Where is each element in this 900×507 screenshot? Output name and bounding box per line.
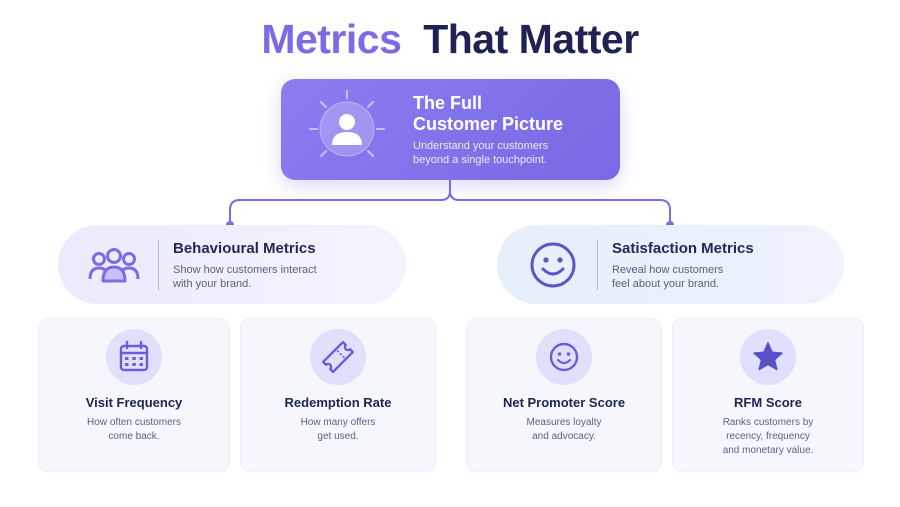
top-card-title-line1: The Full bbox=[413, 93, 482, 113]
title-main-text: That Matter bbox=[423, 16, 639, 62]
calendar-icon bbox=[106, 329, 162, 385]
users-group-icon bbox=[86, 241, 142, 289]
connector-right bbox=[449, 190, 671, 226]
net-promoter-score-card: Net Promoter Score Measures loyalty and … bbox=[466, 318, 662, 472]
redemption-rate-title: Redemption Rate bbox=[284, 395, 392, 410]
redemption-rate-desc-line2: get used. bbox=[317, 431, 359, 442]
pill-divider bbox=[158, 240, 159, 290]
satisfaction-metrics-pill: Satisfaction Metrics Reveal how customer… bbox=[497, 225, 844, 304]
smiley-icon bbox=[525, 241, 581, 289]
ticket-icon bbox=[310, 329, 366, 385]
visit-frequency-card: Visit Frequency How often customers come… bbox=[38, 318, 230, 472]
visit-frequency-description: How often customers come back. bbox=[39, 416, 229, 444]
satisfaction-desc-line2: feel about your brand. bbox=[612, 278, 720, 290]
redemption-rate-description: How many offers get used. bbox=[241, 416, 435, 444]
nps-desc-line1: Measures loyalty bbox=[526, 417, 602, 428]
rfm-score-title: RFM Score bbox=[734, 395, 802, 410]
behavioural-metrics-description: Show how customers interact with your br… bbox=[173, 263, 373, 291]
behavioural-metrics-pill: Behavioural Metrics Show how customers i… bbox=[58, 225, 406, 304]
visit-frequency-desc-line1: How often customers bbox=[87, 417, 181, 428]
visit-frequency-desc-line2: come back. bbox=[108, 431, 160, 442]
user-sun-icon bbox=[307, 89, 387, 169]
nps-desc-line2: and advocacy. bbox=[532, 431, 596, 442]
pill-divider bbox=[597, 240, 598, 290]
rfm-desc-line1: Ranks customers by bbox=[722, 417, 814, 428]
visit-frequency-title: Visit Frequency bbox=[85, 395, 183, 410]
smiley-icon bbox=[536, 329, 592, 385]
page-title: Metrics That Matter bbox=[0, 16, 900, 63]
satisfaction-metrics-title: Satisfaction Metrics bbox=[612, 240, 754, 257]
redemption-rate-desc-line1: How many offers bbox=[300, 417, 376, 428]
star-icon bbox=[740, 329, 796, 385]
redemption-rate-card: Redemption Rate How many offers get used… bbox=[240, 318, 436, 472]
rfm-desc-line2: recency, frequency bbox=[726, 431, 810, 442]
rfm-score-description: Ranks customers by recency, frequency an… bbox=[673, 416, 863, 458]
satisfaction-metrics-description: Reveal how customers feel about your bra… bbox=[612, 263, 812, 291]
behavioural-desc-line2: with your brand. bbox=[173, 278, 252, 290]
customer-picture-card: The Full Customer Picture Understand you… bbox=[281, 79, 620, 180]
rfm-score-card: RFM Score Ranks customers by recency, fr… bbox=[672, 318, 864, 472]
top-card-title-line2: Customer Picture bbox=[413, 114, 564, 134]
net-promoter-score-description: Measures loyalty and advocacy. bbox=[467, 416, 661, 444]
title-main bbox=[412, 16, 423, 62]
connector-trunk bbox=[229, 179, 451, 226]
behavioural-desc-line1: Show how customers interact bbox=[173, 264, 317, 276]
net-promoter-score-title: Net Promoter Score bbox=[502, 395, 626, 410]
satisfaction-desc-line1: Reveal how customers bbox=[612, 264, 724, 276]
behavioural-metrics-title: Behavioural Metrics bbox=[173, 240, 316, 257]
rfm-desc-line3: and monetary value. bbox=[722, 445, 814, 456]
top-card-title: The Full Customer Picture bbox=[413, 93, 613, 135]
title-accent: Metrics bbox=[261, 16, 402, 62]
top-card-desc-line1: Understand your customers bbox=[413, 140, 549, 152]
top-card-desc-line2: beyond a single touchpoint. bbox=[413, 154, 547, 166]
top-card-description: Understand your customers beyond a singl… bbox=[413, 139, 613, 167]
